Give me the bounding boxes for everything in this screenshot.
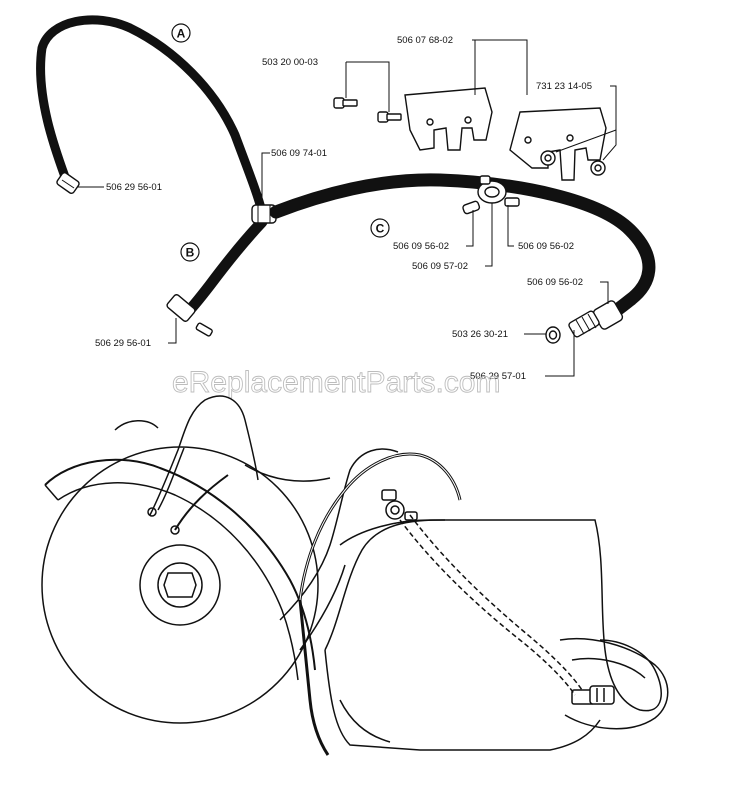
svg-text:A: A — [177, 27, 186, 41]
hose-b-fitting — [166, 294, 213, 337]
screw-right — [377, 111, 402, 123]
svg-text:B: B — [186, 246, 195, 260]
hose-c — [269, 173, 656, 325]
power-cutter-illustration — [41, 395, 669, 756]
part-number-label: 506 09 56-02 — [527, 277, 583, 288]
callout-c: C — [370, 218, 390, 238]
end-fitting — [568, 300, 624, 338]
hose-b — [179, 216, 268, 321]
part-number-label: 506 29 57-01 — [470, 371, 526, 382]
hose-a — [36, 15, 267, 217]
hose-a-fitting — [56, 172, 80, 194]
valve — [462, 175, 520, 215]
screw-left — [333, 97, 358, 109]
part-number-label: 731 23 14-05 — [536, 81, 592, 92]
bracket-left — [404, 87, 493, 151]
part-number-label: 503 26 30-21 — [452, 329, 508, 340]
nut-right — [590, 160, 606, 176]
part-number-label: 506 09 56-02 — [393, 241, 449, 252]
callout-a: A — [171, 23, 191, 43]
part-number-label: 506 09 56-02 — [518, 241, 574, 252]
part-number-label: 506 07 68-02 — [397, 35, 453, 46]
part-number-label: 506 09 57-02 — [412, 261, 468, 272]
part-number-label: 506 29 56-01 — [106, 182, 162, 193]
svg-text:C: C — [376, 222, 385, 236]
part-number-label: 506 09 74-01 — [271, 148, 327, 159]
callout-b: B — [180, 242, 200, 262]
watermark: eReplacementParts.com — [172, 366, 500, 399]
part-number-label: 506 29 56-01 — [95, 338, 151, 349]
nut-left — [540, 150, 556, 166]
o-ring-inner — [548, 330, 558, 340]
bracket-right — [509, 107, 607, 181]
part-number-label: 503 20 00-03 — [262, 57, 318, 68]
leader-lines — [78, 39, 617, 377]
